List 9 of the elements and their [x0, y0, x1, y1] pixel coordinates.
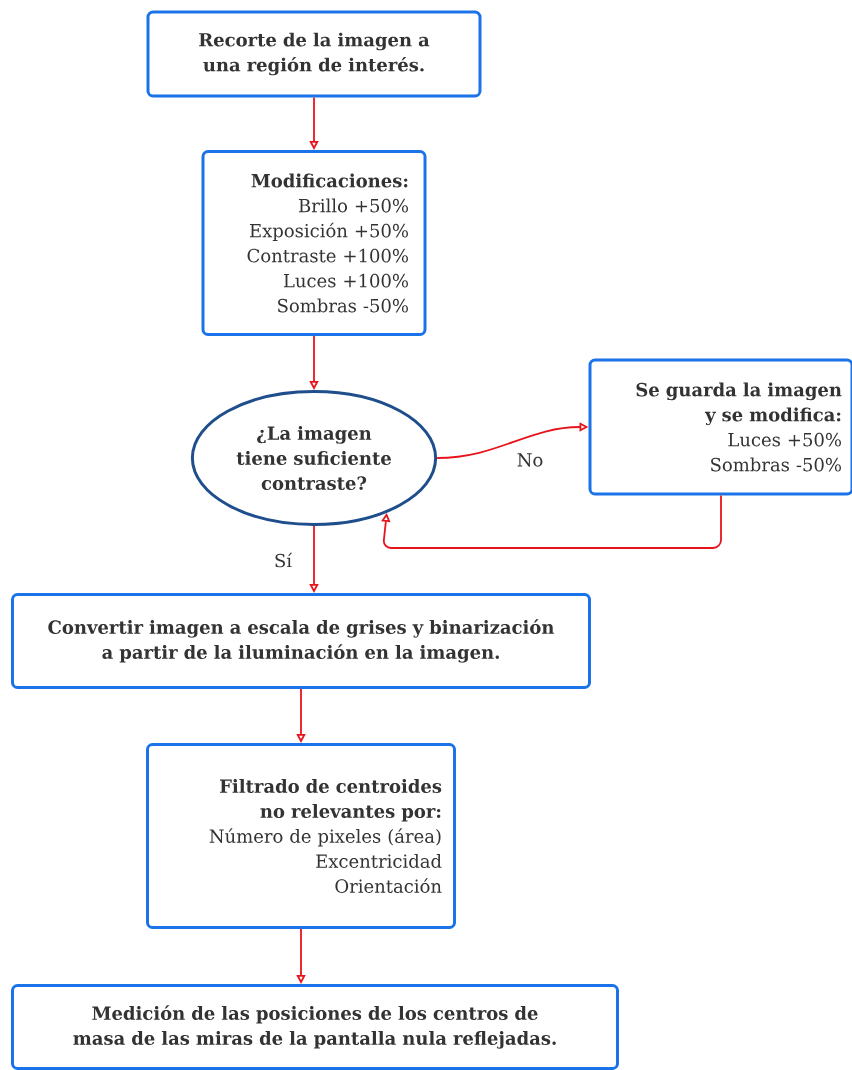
- process-box: Recorte de la imagen a una región de interés.: [146, 10, 482, 98]
- arrow: [381, 494, 722, 549]
- process-box: Modificaciones: Brillo +50% Exposición +50% Contraste +100% Luces +100% Sombras -50%: [201, 150, 427, 336]
- process-box: Filtrado de centroides no relevantes por: Número de pixeles (área) Excentricidad Orientación: [146, 743, 456, 929]
- process-box: Convertir imagen a escala de grises y binarización a partir de la iluminación en la imagen.: [11, 593, 591, 689]
- process-box: Medición de las posiciones de los centros de masa de las miras de la pantalla nula reflejadas.: [11, 984, 619, 1070]
- edge-label: No: [514, 451, 546, 469]
- edge-label: Sí: [271, 550, 295, 570]
- process-box: Se guarda la imagen y se modifica: Luces +50% Sombras -50%: [588, 358, 852, 496]
